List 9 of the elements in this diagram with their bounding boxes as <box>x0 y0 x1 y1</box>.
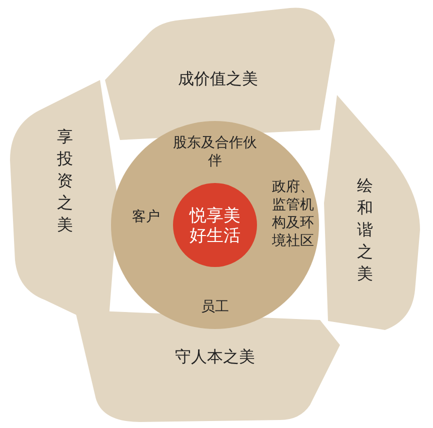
petal-label: 绘和谐之美 <box>356 175 374 285</box>
stakeholder-label: 政府、监管机构及环境社区 <box>271 178 315 250</box>
petal-label: 守人本之美 <box>174 348 256 366</box>
stakeholder-label: 股东及合作伙伴 <box>172 134 258 170</box>
stakeholder-label: 员工 <box>200 298 230 316</box>
stakeholder-label: 客户 <box>131 208 161 226</box>
petal-label: 享投资之美 <box>56 126 74 236</box>
center-label: 悦享美好生活 <box>188 206 242 246</box>
petal-label: 成价值之美 <box>177 70 259 88</box>
